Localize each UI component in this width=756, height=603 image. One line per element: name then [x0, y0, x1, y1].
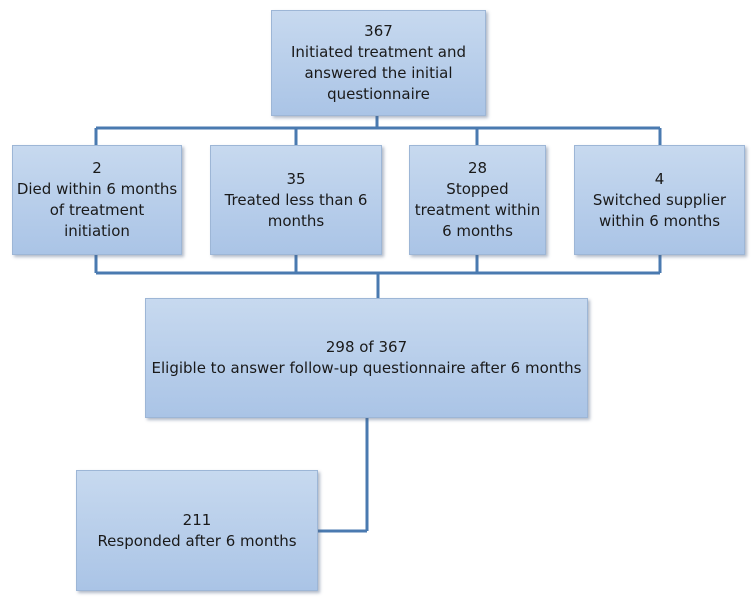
died-count: 2: [92, 159, 102, 177]
stopped-label: Stopped treatment within 6 months: [414, 180, 541, 240]
box-treated-less: 35 Treated less than 6 months: [210, 145, 382, 255]
switched-label: Switched supplier within 6 months: [592, 190, 727, 230]
switched-count: 4: [654, 169, 665, 188]
box-eligible: 298 of 367 Eligible to answer follow-up …: [145, 298, 588, 418]
responded-label: Responded after 6 months: [97, 531, 297, 550]
eligible-label: Eligible to answer follow-up questionnai…: [151, 359, 582, 377]
initiated-label: Initiated treatment and answered the ini…: [291, 43, 466, 103]
stopped-count: 28: [467, 159, 488, 177]
box-initiated-treatment: 367 Initiated treatment and answered the…: [271, 10, 486, 116]
box-responded: 211 Responded after 6 months: [76, 470, 318, 591]
died-label: Died within 6 months of treatment initia…: [16, 180, 178, 240]
eligible-count: 298 of 367: [325, 338, 408, 356]
box-stopped-treatment: 28 Stopped treatment within 6 months: [409, 145, 546, 255]
treated-less-count: 35: [286, 169, 306, 188]
box-switched-supplier: 4 Switched supplier within 6 months: [574, 145, 745, 255]
responded-count: 211: [182, 510, 212, 529]
box-died: 2 Died within 6 months of treatment init…: [12, 145, 182, 255]
treated-less-label: Treated less than 6 months: [224, 190, 368, 230]
initiated-count: 367: [364, 22, 393, 40]
